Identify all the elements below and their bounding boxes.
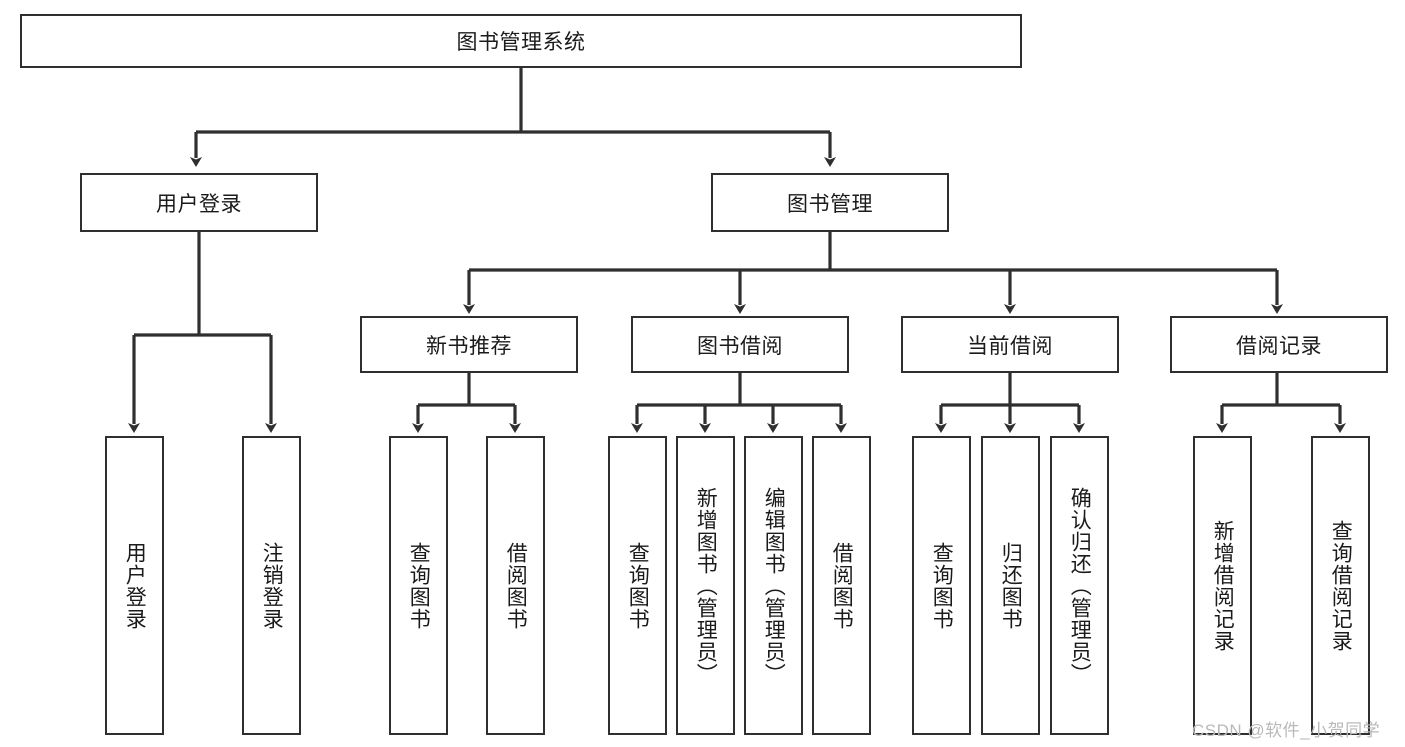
csdn-watermark: CSDN @软件_小贺同学	[1192, 721, 1381, 740]
node-user-login[interactable]: 用户登录	[80, 173, 318, 232]
leaf-query-borrow-record[interactable]: 查询借阅记录	[1311, 436, 1370, 735]
leaf-edit-book-admin[interactable]: 编辑图书（管理员）	[744, 436, 803, 735]
node-label: 图书借阅	[697, 334, 783, 358]
node-book-management[interactable]: 图书管理	[711, 173, 949, 232]
leaf-logout-login[interactable]: 注销登录	[242, 436, 301, 735]
node-label: 借阅图书	[504, 541, 528, 630]
node-book-borrow[interactable]: 图书借阅	[631, 316, 849, 373]
leaf-add-book-admin[interactable]: 新增图书（管理员）	[676, 436, 735, 735]
leaf-query-book-current[interactable]: 查询图书	[912, 436, 971, 735]
node-label: 查询图书	[930, 541, 954, 630]
node-label: 当前借阅	[967, 334, 1053, 358]
leaf-query-book-borrow[interactable]: 查询图书	[608, 436, 667, 735]
node-label: 注销登录	[260, 541, 284, 630]
node-current-borrow[interactable]: 当前借阅	[901, 316, 1119, 373]
node-label: 新增借阅记录	[1211, 519, 1235, 652]
node-label: 借阅记录	[1236, 334, 1322, 358]
node-label: 新增图书（管理员）	[694, 486, 718, 685]
leaf-add-borrow-record[interactable]: 新增借阅记录	[1193, 436, 1252, 735]
leaf-borrow-book[interactable]: 借阅图书	[812, 436, 871, 735]
node-label: 归还图书	[999, 541, 1023, 630]
node-label: 查询图书	[626, 541, 650, 630]
leaf-return-book[interactable]: 归还图书	[981, 436, 1040, 735]
node-label: 查询图书	[407, 541, 431, 630]
node-label: 查询借阅记录	[1329, 519, 1353, 652]
node-label: 图书管理系统	[456, 31, 586, 54]
node-label: 新书推荐	[426, 334, 512, 358]
node-label: 用户登录	[123, 541, 147, 630]
leaf-query-book-recommend[interactable]: 查询图书	[389, 436, 448, 735]
node-label: 编辑图书（管理员）	[762, 486, 786, 685]
leaf-confirm-return-admin[interactable]: 确认归还（管理员）	[1050, 436, 1109, 735]
node-label: 借阅图书	[830, 541, 854, 630]
node-borrow-record[interactable]: 借阅记录	[1170, 316, 1388, 373]
node-new-book-recommend[interactable]: 新书推荐	[360, 316, 578, 373]
node-label: 用户登录	[156, 192, 242, 216]
node-root-system[interactable]: 图书管理系统	[20, 14, 1022, 68]
node-label: 确认归还（管理员）	[1068, 486, 1092, 685]
node-label: 图书管理	[787, 192, 873, 216]
leaf-borrow-book-recommend[interactable]: 借阅图书	[486, 436, 545, 735]
leaf-user-login[interactable]: 用户登录	[105, 436, 164, 735]
